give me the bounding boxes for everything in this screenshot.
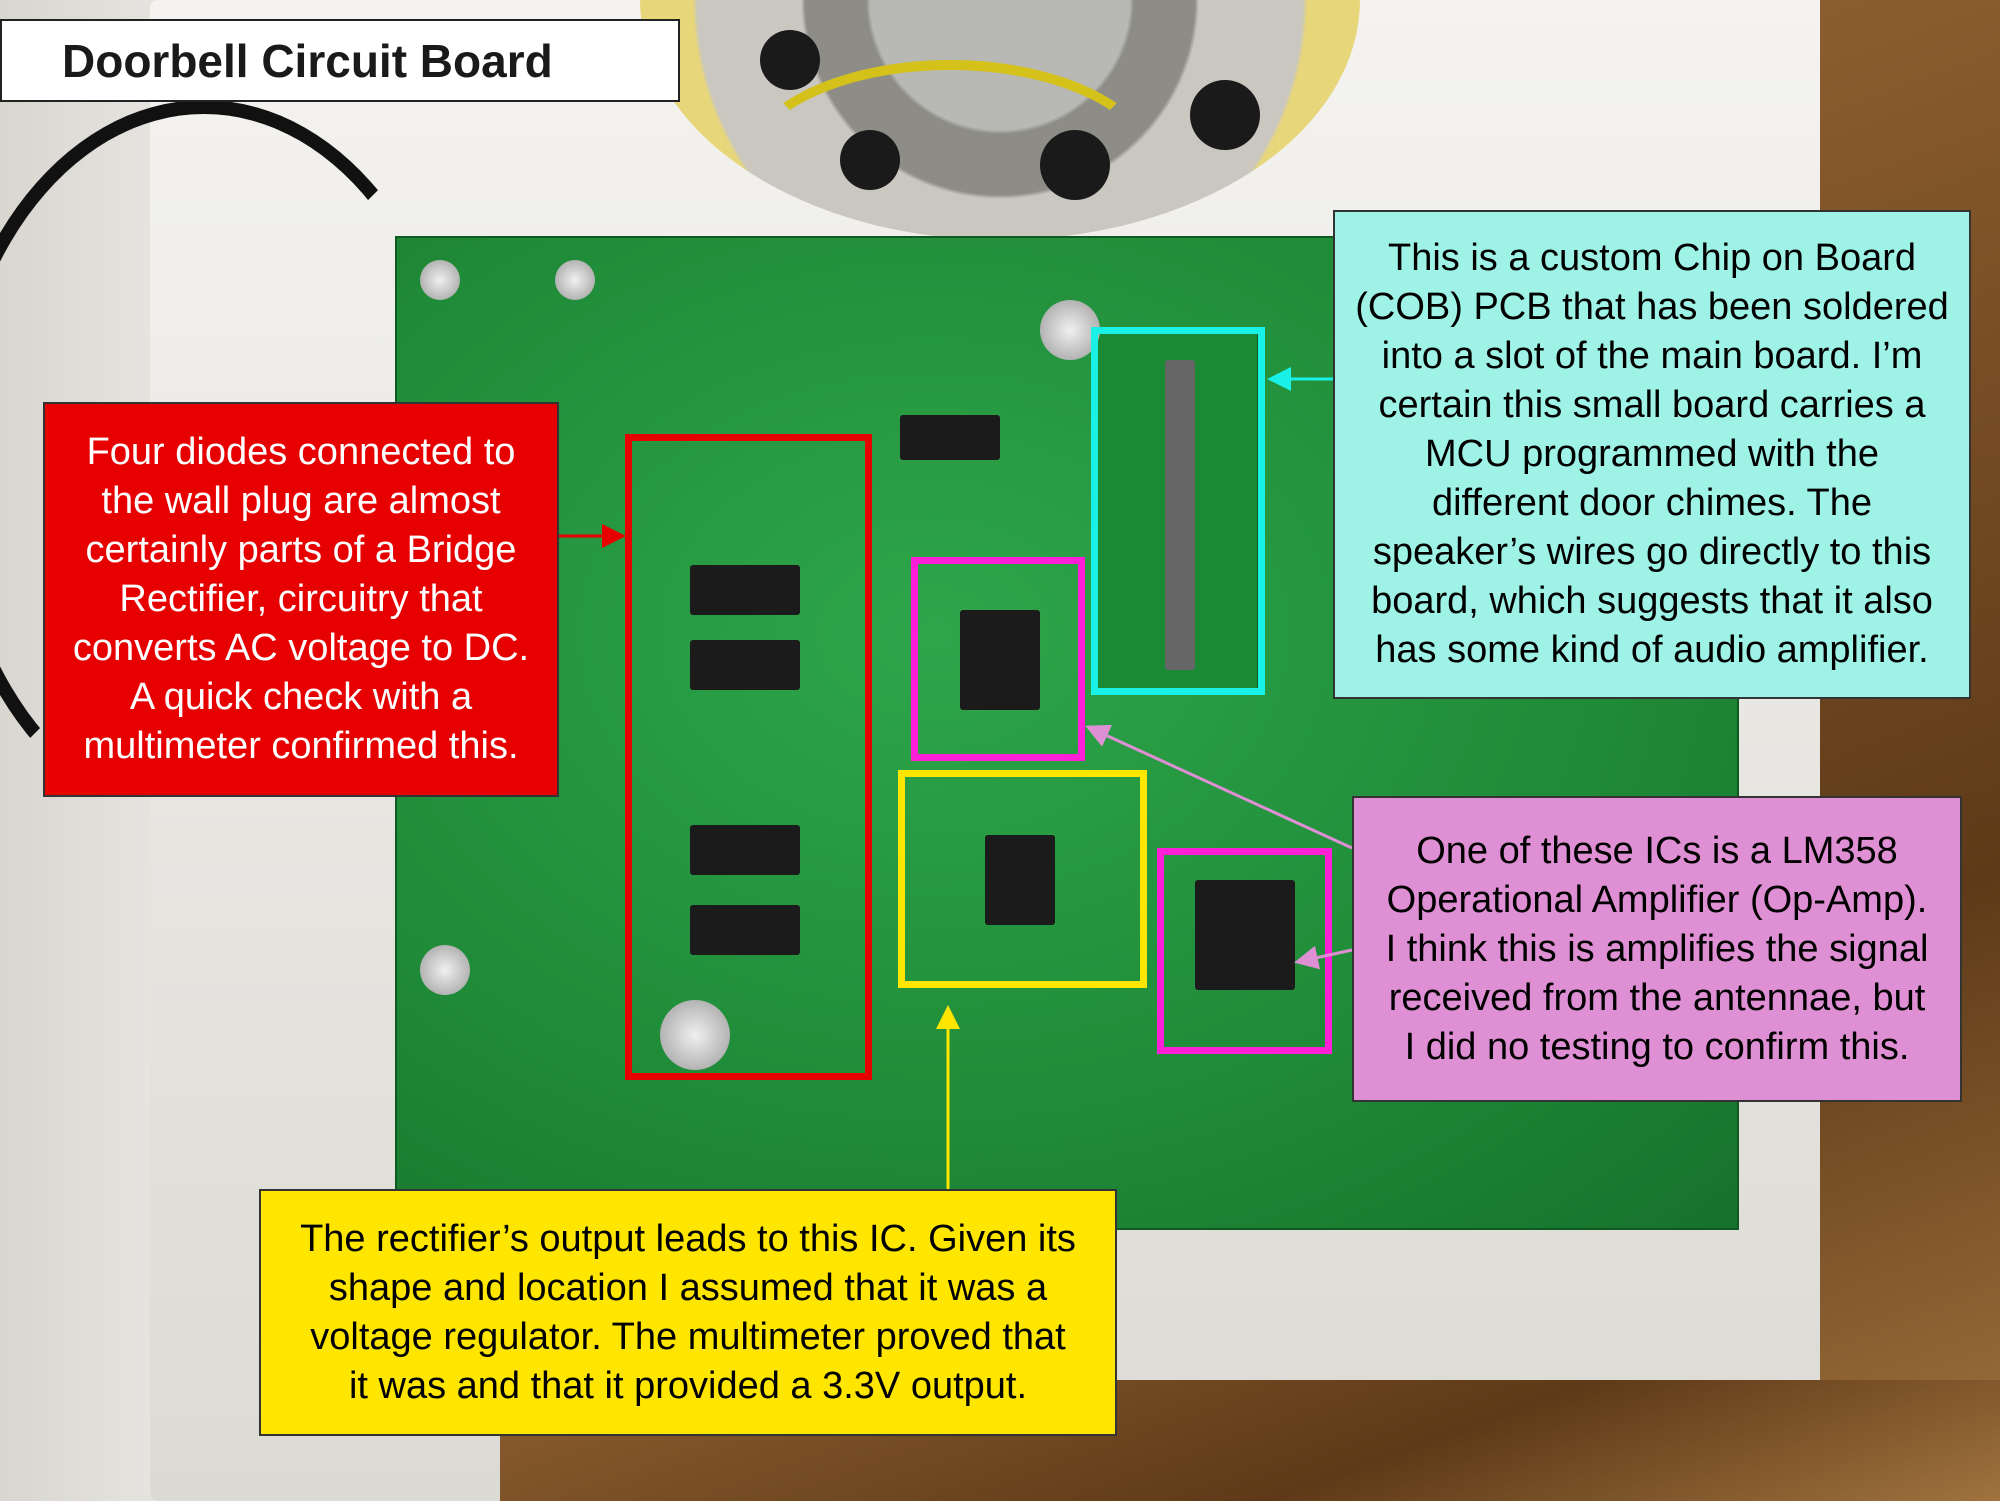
- diode-d4: [690, 565, 800, 615]
- regulator-callout: The rectifier’s output leads to this IC.…: [259, 1189, 1117, 1436]
- diode-d7: [690, 905, 800, 955]
- ic-u5: [985, 835, 1055, 925]
- ic-u4-highlight-frame: [1157, 848, 1332, 1054]
- cob-highlight-frame: [1091, 327, 1265, 695]
- cob-blob: [1165, 360, 1195, 670]
- callout-text-line: The rectifier’s output leads to this IC.…: [300, 1217, 1076, 1260]
- callout-text-line: Rectifier, circuitry that: [119, 578, 483, 620]
- callout-text-line: board, which suggests that it also: [1371, 580, 1933, 622]
- callout-text-line: certainly parts of a Bridge: [85, 529, 517, 571]
- diode-d5: [900, 415, 1000, 460]
- callout-text-line: (COB) PCB that has been soldered: [1355, 286, 1949, 328]
- opamp-arrow-u2: [1085, 724, 1353, 850]
- callout-text-line: Four diodes connected to: [86, 431, 516, 473]
- ic-u4: [1195, 880, 1295, 990]
- speaker-hole: [760, 30, 820, 90]
- rectifier-highlight-frame: [625, 434, 872, 1080]
- ic-u2: [960, 610, 1040, 710]
- callout-text-line: certain this small board carries a: [1378, 384, 1926, 426]
- screw: [660, 1000, 730, 1070]
- diode-d3: [690, 640, 800, 690]
- callout-text-line: into a slot of the main board. I’m: [1381, 335, 1923, 377]
- callout-text-line: speaker’s wires go directly to this: [1372, 531, 1932, 573]
- callout-text-line: MCU programmed with the: [1424, 433, 1880, 475]
- page-title: Doorbell Circuit Board: [0, 19, 680, 102]
- screw: [420, 945, 470, 995]
- speaker-hole: [1190, 80, 1260, 150]
- callout-text-line: it was and that it provided a 3.3V outpu…: [348, 1364, 1028, 1407]
- speaker-wire: [740, 60, 1160, 280]
- rectifier-callout: Four diodes connected to the wall plug ar…: [43, 402, 559, 797]
- callout-text-line: has some kind of audio amplifier.: [1375, 629, 1929, 671]
- diode-d1: [690, 825, 800, 875]
- screw: [1040, 300, 1100, 360]
- screw: [420, 260, 460, 300]
- callout-text-line: One of these ICs is a LM358: [1416, 829, 1898, 872]
- callout-text-line: This is a custom Chip on Board: [1387, 237, 1916, 279]
- callout-text-line: the wall plug are almost: [101, 480, 501, 522]
- ic-u2-highlight-frame: [911, 557, 1085, 761]
- screw: [555, 260, 595, 300]
- regulator-highlight-frame: [898, 770, 1147, 988]
- callout-text-line: converts AC voltage to DC.: [72, 627, 530, 669]
- callout-text-line: different door chimes. The: [1431, 482, 1873, 524]
- cob-callout: This is a custom Chip on Board (COB) PCB …: [1333, 210, 1971, 699]
- opamp-arrow-u4: [1294, 945, 1353, 970]
- callout-text-line: I think this is amplifies the signal: [1385, 927, 1929, 970]
- callout-text-line: Operational Amplifier (Op-Amp).: [1386, 878, 1928, 921]
- callout-text-line: I did no testing to confirm this.: [1404, 1025, 1910, 1068]
- callout-text-line: voltage regulator. The multimeter proved…: [310, 1315, 1066, 1358]
- callout-text-line: received from the antennae, but: [1388, 976, 1926, 1019]
- callout-text-line: shape and location I assumed that it was…: [328, 1266, 1048, 1309]
- callout-text-line: multimeter confirmed this.: [83, 725, 519, 767]
- callout-text-line: A quick check with a: [129, 676, 473, 718]
